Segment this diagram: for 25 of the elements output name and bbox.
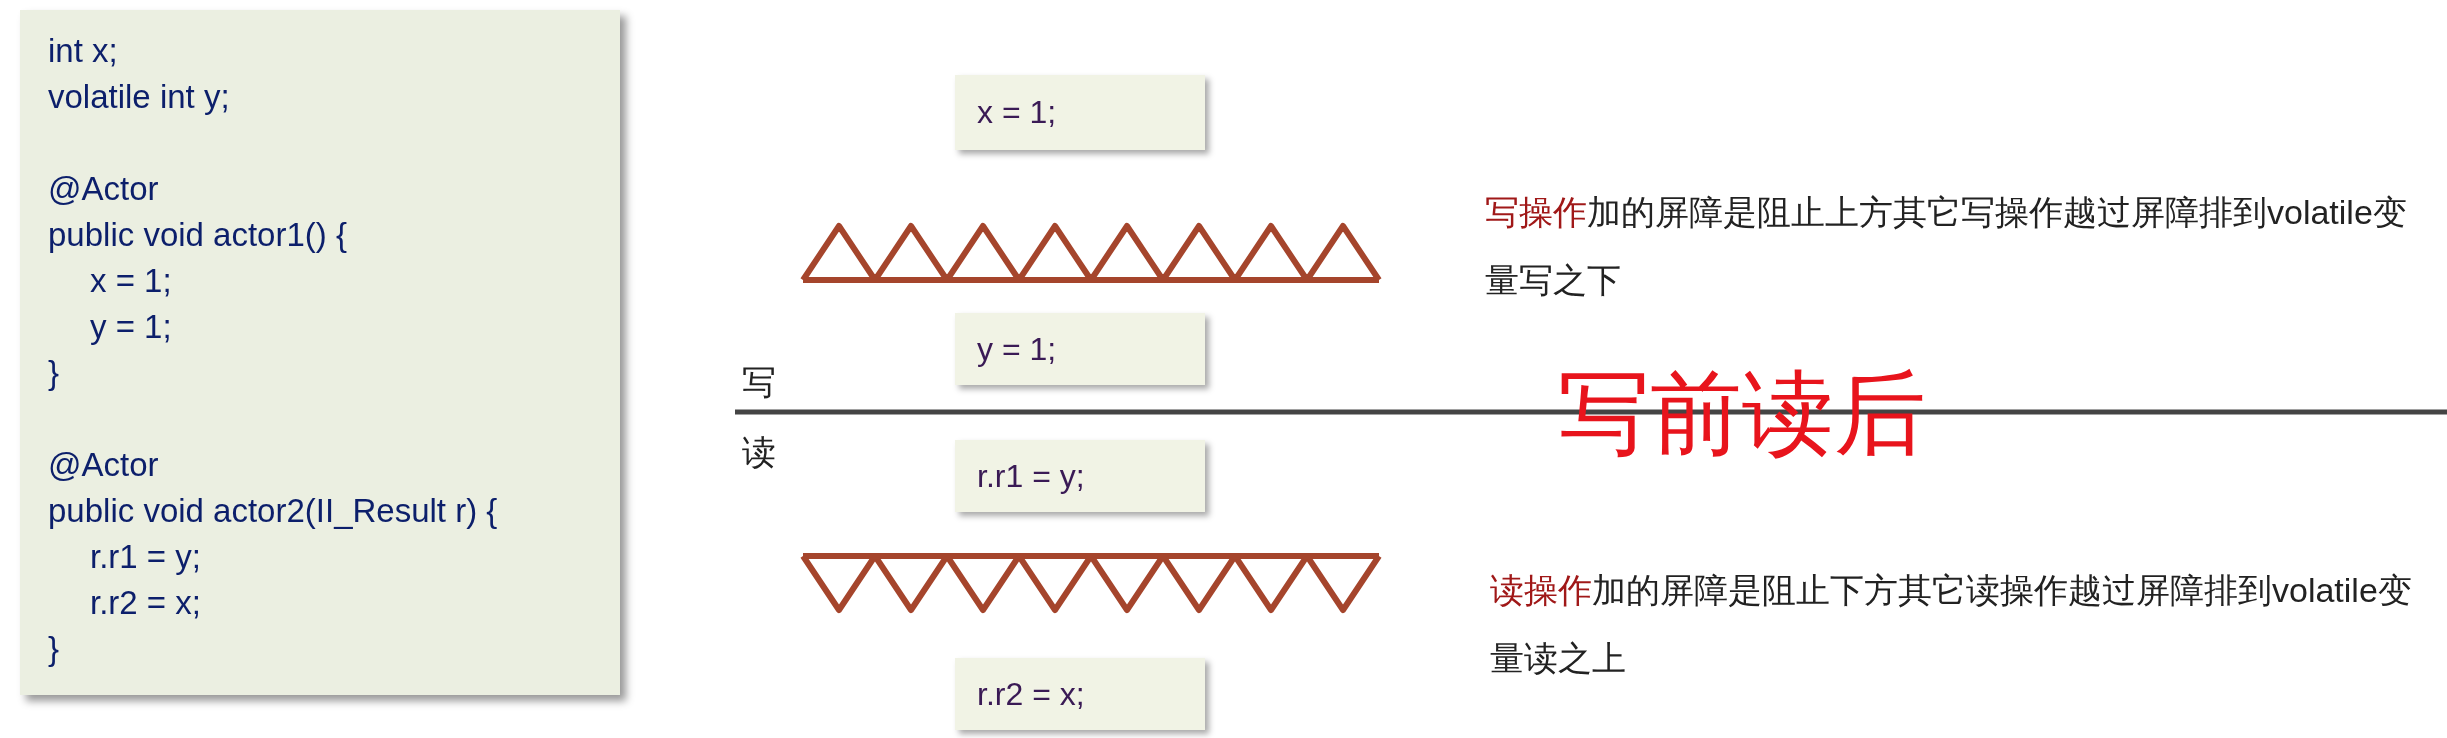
statement-text: y = 1;	[977, 330, 1057, 368]
statement-box	[955, 440, 1205, 512]
code-line: y = 1;	[89, 307, 173, 347]
note-text: 读操作加的屏障是阻止下方其它读操作越过屏障排到volatile变量读之上	[1490, 570, 2413, 679]
statement-box	[955, 313, 1205, 385]
code-line: r.r1 = y;	[89, 537, 202, 577]
statement-text: r.r2 = x;	[977, 675, 1085, 713]
note-text: 写操作加的屏障是阻止上方其它写操作越过屏障排到volatile变量写之下	[1485, 192, 2408, 301]
code-line: }	[48, 353, 61, 393]
code-line: x = 1;	[89, 261, 173, 301]
code-line: public void actor2(II_Result r) {	[48, 491, 499, 531]
statement-box	[955, 75, 1205, 150]
statement-box	[955, 658, 1205, 730]
code-line: int x;	[48, 31, 119, 71]
code-line: r.r2 = x;	[89, 583, 202, 623]
code-line: @Actor	[48, 445, 160, 485]
code-panel	[20, 10, 620, 695]
code-line: public void actor1() {	[48, 215, 348, 255]
section-label: 写	[742, 362, 776, 403]
code-line: volatile int y;	[48, 77, 231, 117]
statement-text: x = 1;	[977, 94, 1057, 131]
code-line: @Actor	[48, 169, 160, 209]
code-line: }	[48, 629, 61, 669]
section-label: 读	[742, 432, 776, 473]
statement-text: r.r1 = y;	[977, 457, 1085, 495]
